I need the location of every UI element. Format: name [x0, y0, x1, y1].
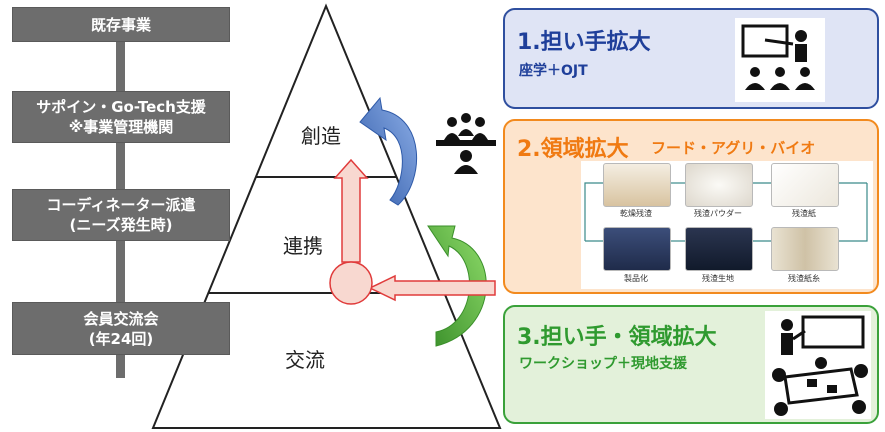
- workshop-icon: [765, 311, 871, 419]
- process-image-residue-paper: [771, 163, 839, 207]
- process-caption: 残渣紙糸: [788, 274, 820, 283]
- panel-2: 2.領域拡大 フード・アグリ・バイオ 乾燥残渣 残渣パウダー 残渣紙 製品: [503, 119, 879, 294]
- red-arrows: [329, 158, 496, 305]
- process-image-dried-residue: [603, 163, 671, 207]
- pyramid-label-top: 創造: [301, 124, 341, 148]
- panel-1: 1.担い手拡大 座学＋OJT: [503, 8, 879, 109]
- process-image-residue-powder: [685, 163, 753, 207]
- process-caption: 残渣紙: [792, 209, 816, 218]
- box-label: 会員交流会: [83, 309, 159, 328]
- box-label: コーディネーター派遣: [46, 196, 196, 214]
- panel-3-subtitle: ワークショップ＋現地支援: [519, 356, 687, 372]
- process-diagram: 乾燥残渣 残渣パウダー 残渣紙 製品化 残渣生地 残渣紙糸: [581, 161, 873, 289]
- box-sublabel: ※事業管理機関: [68, 118, 174, 136]
- existing-business-box: 既存事業: [12, 7, 230, 42]
- box-sublabel: (年24回): [88, 329, 154, 348]
- panel-1-title: 1.担い手拡大: [517, 30, 651, 55]
- process-caption: 残渣パウダー: [694, 209, 742, 218]
- member-meeting-box: 会員交流会 (年24回): [12, 302, 230, 355]
- box-label: 既存事業: [90, 15, 151, 34]
- box-label: サポイン・Go-Tech支援: [36, 98, 206, 116]
- support-box: サポイン・Go-Tech支援 ※事業管理機関: [12, 91, 230, 143]
- panel-1-subtitle: 座学＋OJT: [519, 63, 588, 79]
- process-caption: 乾燥残渣: [620, 209, 652, 218]
- teacher-icon: [735, 18, 825, 102]
- panel-3: 3.担い手・領域拡大 ワークショップ＋現地支援: [503, 305, 879, 424]
- process-caption: 製品化: [624, 274, 648, 283]
- process-caption: 残渣生地: [702, 274, 734, 283]
- process-image-product: [603, 227, 671, 271]
- panel-2-subtitle: フード・アグリ・バイオ: [651, 139, 816, 157]
- panel-2-title: 2.領域拡大: [517, 137, 629, 162]
- meeting-icon: [436, 113, 496, 174]
- process-image-residue-fabric: [685, 227, 753, 271]
- coordinator-box: コーディネーター派遣 (ニーズ発生時): [12, 189, 230, 241]
- panel-3-title: 3.担い手・領域拡大: [517, 325, 717, 350]
- process-image-residue-yarn: [771, 227, 839, 271]
- blue-curved-arrow: [359, 96, 418, 206]
- green-curved-arrow: [427, 225, 487, 347]
- process-connectors: [584, 182, 868, 242]
- box-sublabel: (ニーズ発生時): [69, 216, 173, 234]
- pyramid-label-middle: 連携: [283, 234, 323, 258]
- pyramid-label-bottom: 交流: [285, 348, 325, 372]
